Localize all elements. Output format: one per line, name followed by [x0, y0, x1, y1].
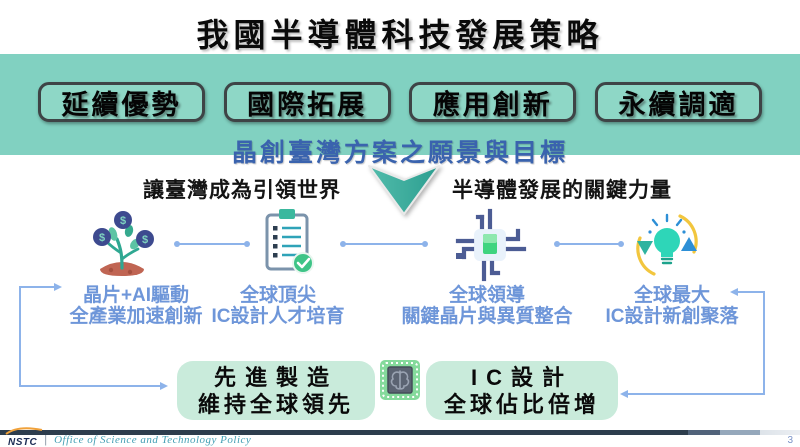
down-arrow-icon: [368, 165, 440, 215]
goal-label-4: 全球最大 IC設計新創聚落: [560, 285, 784, 327]
nstc-logo-text: NSTC: [8, 437, 38, 447]
outcome-box-ic-design: IC設計 全球佔比倍增: [426, 361, 618, 420]
footer-separator: |: [44, 434, 48, 446]
goal-4-line2: IC設計新創聚落: [605, 306, 739, 327]
strategy-pill-1: 延續優勢: [38, 82, 205, 122]
footer-divider-bar: [0, 430, 800, 435]
strategy-pill-row: 延續優勢 國際拓展 應用創新 永續調適: [38, 82, 762, 122]
svg-text:$: $: [99, 232, 105, 244]
goal-label-1: 晶片+AI驅動 全產業加速創新: [24, 285, 248, 327]
outcome-2-line1: IC設計: [470, 364, 573, 390]
right-bracket-connector: [620, 288, 765, 398]
ai-chip-icon: [380, 360, 420, 400]
goal-2-line2: IC設計人才培育: [211, 306, 345, 327]
outcome-2-line2: 全球佔比倍增: [443, 391, 600, 417]
goal-3-line2: 關鍵晶片與異質整合: [401, 306, 573, 327]
goal-label-2: 全球頂尖 IC設計人才培育: [166, 285, 390, 327]
svg-text:$: $: [142, 234, 148, 246]
outcome-1-line1: 先進製造: [213, 364, 338, 390]
connector-line-3: [554, 241, 624, 247]
goal-label-3: 全球領導 關鍵晶片與異質整合: [375, 285, 599, 327]
outcome-box-manufacturing: 先進製造 維持全球領先: [177, 361, 375, 420]
footer-org-name: Office of Science and Technology Policy: [54, 434, 252, 446]
outcome-1-line2: 維持全球領先: [197, 391, 354, 417]
nstc-swoosh-icon: [5, 427, 43, 435]
money-plant-icon: $ $ $: [93, 211, 154, 276]
goal-2-line1: 全球頂尖: [239, 285, 316, 306]
strategy-pill-3: 應用創新: [409, 82, 577, 122]
goal-1-line1: 晶片+AI驅動: [82, 285, 190, 306]
page-title: 我國半導體科技發展策略: [196, 17, 604, 53]
strategy-pill-2: 國際拓展: [223, 82, 391, 122]
chip-circuit-icon: [455, 208, 527, 282]
lightbulb-cycle-icon: [636, 213, 698, 276]
connector-line-1: [174, 241, 250, 247]
goal-1-line2: 全產業加速創新: [69, 306, 203, 327]
svg-text:$: $: [120, 215, 126, 227]
nstc-logo: NSTC: [5, 427, 43, 447]
goal-3-line1: 全球領導: [448, 285, 525, 306]
left-bracket-connector: [19, 283, 168, 390]
strategy-pill-4: 永續調適: [594, 82, 762, 122]
vision-left-text: 讓臺灣成為引領世界: [143, 179, 341, 202]
vision-right-text: 半導體發展的關鍵力量: [452, 179, 672, 202]
page-number: 3: [787, 435, 793, 446]
vision-heading: 晶創臺灣方案之願景與目標: [231, 139, 568, 167]
checklist-icon: [265, 209, 314, 274]
footer: NSTC | Office of Science and Technology …: [5, 427, 252, 447]
connector-line-2: [340, 241, 428, 247]
goal-4-line1: 全球最大: [633, 285, 710, 306]
